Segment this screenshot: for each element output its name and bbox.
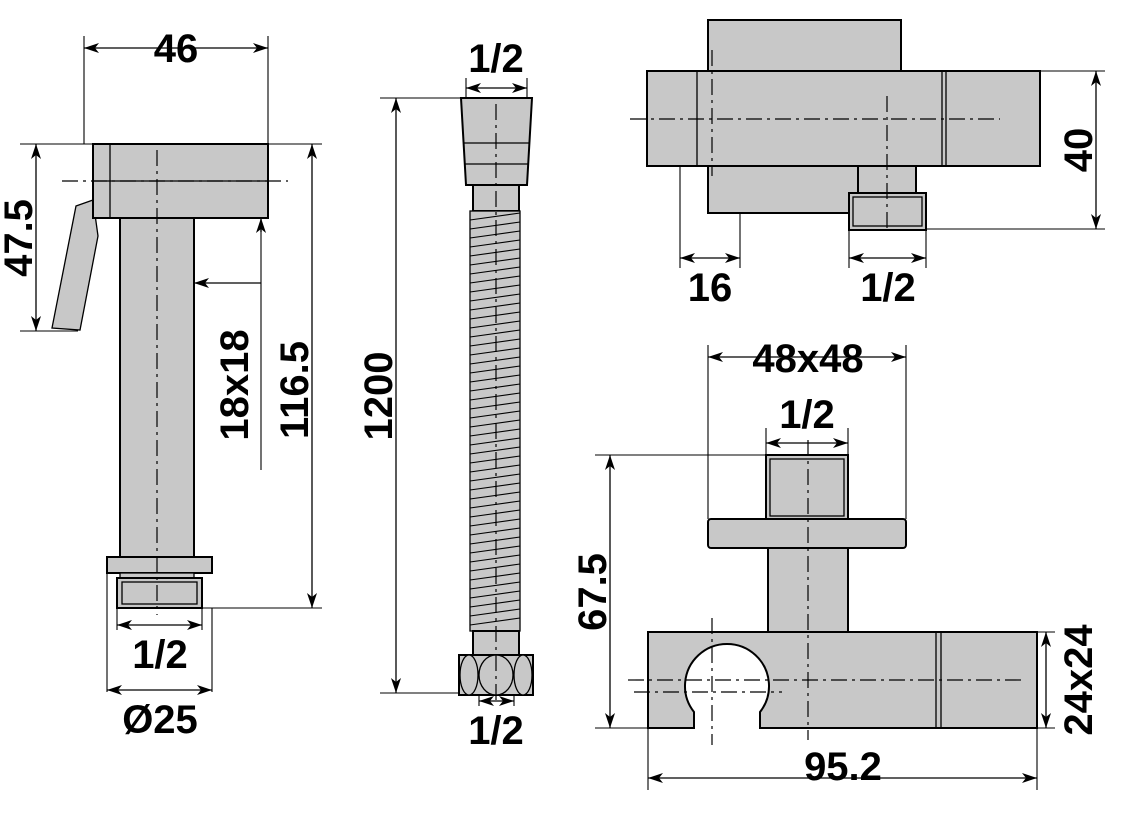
dim-label-46: 46 xyxy=(154,27,199,71)
spray-head-thread-inner xyxy=(121,581,198,605)
holder-thread-stud xyxy=(765,454,849,521)
holder-thread-stud-inner xyxy=(769,458,845,517)
dim-label-475: 47.5 xyxy=(0,199,41,277)
holder-wall-plate xyxy=(707,518,907,549)
dim-label-hose-bottom-half: 1/2 xyxy=(468,709,524,753)
view-wall-holder: 48x48 1/2 67.5 24x24 95.2 xyxy=(571,337,1101,790)
view-spray-head: 46 47.5 18x18 116.5 1/2 Ø25 xyxy=(0,27,322,742)
dim-label-40: 40 xyxy=(1057,128,1101,173)
hose-nut-face-left xyxy=(459,654,479,696)
dim-label-holder-half: 1/2 xyxy=(779,393,835,437)
dim-label-valve-half: 1/2 xyxy=(860,266,916,310)
spray-head-thread xyxy=(116,577,203,609)
dim-label-16: 16 xyxy=(688,266,733,310)
view-angle-valve: 40 16 1/2 xyxy=(630,19,1105,310)
dim-label-952: 95.2 xyxy=(804,745,882,789)
dim-label-48x48: 48x48 xyxy=(752,337,863,381)
hose-nut-face-right xyxy=(513,654,533,696)
hose-coil-lines xyxy=(469,212,521,626)
spray-head-flange xyxy=(106,556,213,574)
dim-label-half: 1/2 xyxy=(132,633,188,677)
view-hose: 1/2 1200 1/2 xyxy=(357,37,534,753)
dim-label-1165: 116.5 xyxy=(273,341,317,439)
dim-label-675: 67.5 xyxy=(571,553,615,631)
dim-label-1200: 1200 xyxy=(357,352,401,441)
spray-head-trigger xyxy=(51,199,99,331)
dim-label-18x18: 18x18 xyxy=(213,329,257,440)
dim-label-d25: Ø25 xyxy=(122,698,198,742)
dim-label-24x24: 24x24 xyxy=(1057,624,1101,736)
dim-label-hose-top-half: 1/2 xyxy=(468,37,524,81)
